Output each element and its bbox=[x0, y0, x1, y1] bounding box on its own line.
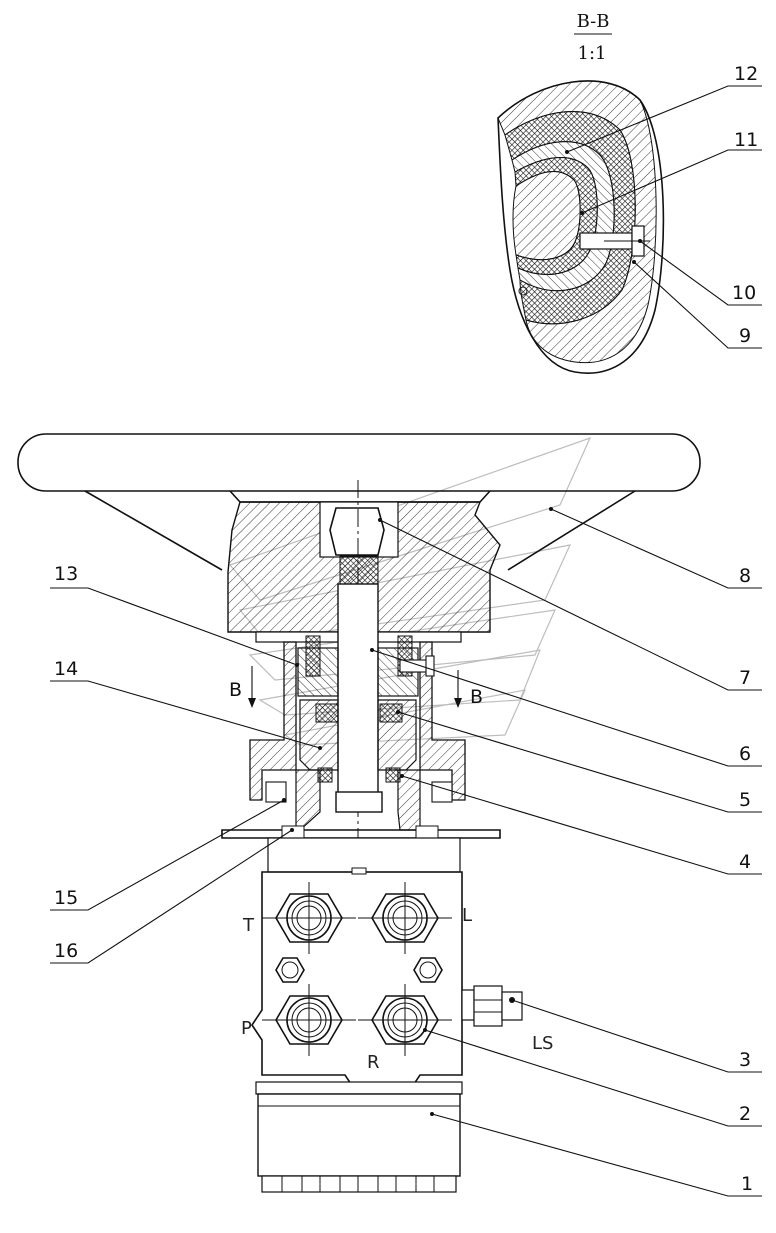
leader-8 bbox=[550, 508, 762, 589]
wheel-spoke-left bbox=[84, 490, 223, 571]
screw-right-head bbox=[431, 781, 453, 803]
steering-column bbox=[221, 480, 501, 873]
ls-fitting bbox=[461, 985, 523, 1027]
label-15: 15 bbox=[54, 887, 78, 909]
bearing-left bbox=[315, 703, 339, 723]
wheel-rim bbox=[17, 433, 701, 492]
lower-seam bbox=[255, 1081, 463, 1095]
hub-nut-pocket bbox=[319, 501, 399, 558]
bolt-6-head bbox=[425, 655, 435, 677]
detail-core bbox=[512, 170, 581, 261]
valve-notch bbox=[351, 867, 367, 875]
bolt-6 bbox=[399, 659, 429, 673]
shaft bbox=[337, 583, 379, 795]
cut-arrowhead-left bbox=[248, 698, 256, 708]
label-7: 7 bbox=[739, 667, 751, 689]
label-8: 8 bbox=[739, 565, 751, 587]
label-13: 13 bbox=[54, 563, 78, 585]
port-label-p: P bbox=[241, 1018, 252, 1039]
cut-arrowhead-right bbox=[454, 698, 462, 708]
leader-16 bbox=[50, 829, 293, 964]
label-5: 5 bbox=[739, 789, 751, 811]
port-p-fitting bbox=[262, 984, 356, 1056]
leader-4 bbox=[401, 775, 762, 875]
section-marks: B B bbox=[229, 666, 483, 708]
screw-16-right bbox=[415, 825, 439, 839]
leader-7 bbox=[379, 519, 762, 691]
label-3: 3 bbox=[739, 1049, 751, 1071]
callouts: 12 11 10 9 8 7 6 5 4 3 bbox=[50, 63, 762, 1197]
leader-13 bbox=[50, 587, 298, 666]
label-12: 12 bbox=[734, 63, 758, 85]
mounting-plate bbox=[221, 829, 501, 839]
wheel-spoke-right bbox=[507, 490, 636, 571]
housing-left bbox=[249, 641, 297, 801]
shaft-end bbox=[335, 791, 383, 813]
section-scale: 1:1 bbox=[578, 43, 607, 64]
cut-label-left: B bbox=[229, 679, 242, 701]
port-label-t: T bbox=[242, 915, 255, 936]
label-2: 2 bbox=[739, 1103, 751, 1125]
leader-11 bbox=[581, 149, 762, 214]
pump-neck bbox=[267, 837, 461, 873]
leader-12 bbox=[566, 85, 762, 153]
screw-15-head bbox=[265, 781, 287, 803]
hub-nut bbox=[329, 507, 385, 556]
label-9: 9 bbox=[739, 325, 751, 347]
plug-left bbox=[275, 957, 305, 983]
section-title: B-B bbox=[577, 11, 610, 32]
end-cap-teeth bbox=[281, 1176, 435, 1192]
wheel-hub-top bbox=[229, 490, 491, 503]
label-11: 11 bbox=[734, 129, 758, 151]
label-4: 4 bbox=[739, 851, 751, 873]
label-14: 14 bbox=[54, 658, 78, 680]
port-l-fitting bbox=[358, 882, 452, 954]
detail-hole bbox=[518, 286, 528, 296]
leader-9 bbox=[633, 261, 762, 349]
port-label-r: R bbox=[367, 1052, 380, 1073]
leader-1 bbox=[431, 1113, 762, 1197]
plug-right bbox=[413, 957, 443, 983]
port-label-l: L bbox=[462, 905, 472, 926]
leader-15 bbox=[50, 799, 285, 911]
port-t-fitting bbox=[262, 882, 356, 954]
end-cap bbox=[261, 1175, 457, 1193]
port-label-ls: LS bbox=[532, 1033, 553, 1054]
label-16: 16 bbox=[54, 940, 78, 962]
label-10: 10 bbox=[732, 282, 756, 304]
label-1: 1 bbox=[741, 1173, 753, 1195]
leader-3 bbox=[511, 999, 762, 1073]
rotor-housing bbox=[257, 1093, 461, 1177]
cut-label-right: B bbox=[470, 686, 483, 708]
label-6: 6 bbox=[739, 743, 751, 765]
screw-16 bbox=[281, 825, 305, 839]
ring-13 bbox=[305, 635, 321, 677]
steering-unit: T L P R LS bbox=[241, 867, 553, 1193]
leader-5 bbox=[397, 711, 762, 813]
spline bbox=[339, 555, 379, 585]
section-detail: B-B 1:1 bbox=[497, 11, 665, 374]
leader-14 bbox=[50, 680, 321, 749]
leader-2 bbox=[424, 1029, 762, 1127]
leader-6 bbox=[371, 649, 762, 767]
port-r-fitting bbox=[358, 984, 452, 1056]
leader-10 bbox=[639, 240, 762, 306]
